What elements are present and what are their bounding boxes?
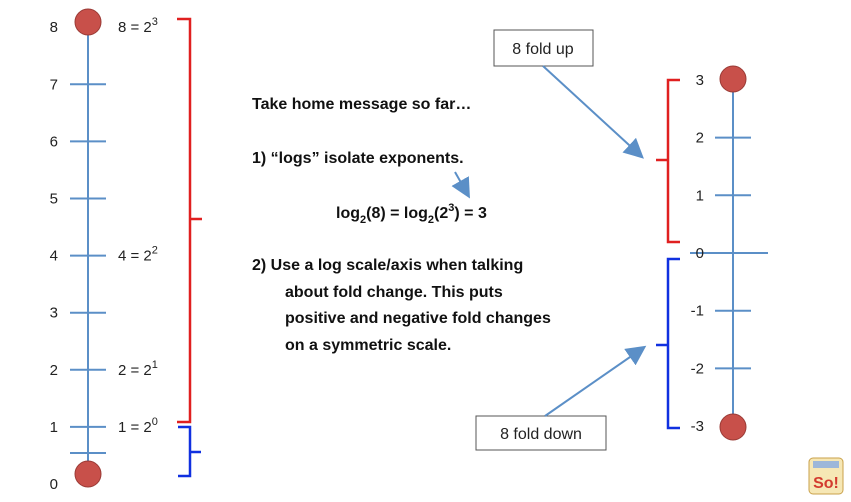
left-tick-label: 7 [50, 76, 58, 93]
left-tick-label: 8 [50, 19, 58, 36]
left-tick-label: 5 [50, 191, 58, 208]
right-blue-bracket [656, 257, 680, 430]
left-tick-label: 0 [50, 476, 58, 493]
left-tick-label: 4 [50, 248, 58, 265]
fold-up-arrow [542, 65, 644, 159]
message-title: Take home message so far… [252, 96, 471, 113]
message-point-2-line-2: about fold change. This puts [285, 284, 503, 301]
left-tick-label: 6 [50, 133, 58, 150]
message-point-1: 1) “logs” isolate exponents. [252, 150, 464, 167]
right-red-bracket [656, 78, 680, 244]
left-annotation: 1 = 20 [118, 416, 158, 436]
right-tick-label: 2 [696, 130, 704, 147]
right-bottom-marker [719, 413, 747, 441]
fold-up-label: 8 fold up [512, 41, 573, 58]
fold-down-label: 8 fold down [500, 426, 582, 443]
left-annotation: 2 = 21 [118, 359, 158, 379]
fold-up-callout: 8 fold up [493, 29, 644, 159]
fold-down-callout: 8 fold down [475, 345, 647, 451]
right-tick-label: -1 [691, 303, 704, 320]
statquest-logo-icon: So! [807, 456, 845, 496]
exponent-arrow [451, 171, 470, 199]
left-top-marker [74, 8, 102, 36]
right-axis: 3 2 1 0 -1 -2 -3 [690, 65, 768, 441]
left-tick-label: 1 [50, 419, 58, 436]
message-point-2-line-4: on a symmetric scale. [285, 337, 451, 354]
fold-down-arrow [544, 345, 647, 417]
message-point-2-line-3: positive and negative fold changes [285, 310, 551, 327]
left-annotation: 4 = 22 [118, 245, 158, 265]
right-tick-label: -3 [691, 418, 704, 435]
right-tick-label: 1 [696, 187, 704, 204]
message-point-2-line-1: 2) Use a log scale/axis when talking [252, 257, 523, 274]
left-annotation: 8 = 23 [118, 16, 158, 36]
take-home-message: Take home message so far… 1) “logs” isol… [252, 96, 551, 354]
left-tick-label: 2 [50, 362, 58, 379]
logo-text: So! [813, 475, 839, 492]
log-formula: log2(8) = log2(23) = 3 [336, 202, 487, 226]
right-tick-label: -2 [691, 360, 704, 377]
right-top-marker [719, 65, 747, 93]
right-tick-label: 0 [696, 245, 704, 262]
left-axis: 0 1 2 3 4 5 6 7 8 8 = 23 4 = 22 2 = 21 1 = 20 [50, 8, 158, 493]
left-tick-label: 3 [50, 305, 58, 322]
left-bottom-marker [74, 460, 102, 488]
left-blue-bracket [178, 425, 201, 478]
left-red-bracket [177, 17, 202, 424]
right-tick-label: 3 [696, 72, 704, 89]
